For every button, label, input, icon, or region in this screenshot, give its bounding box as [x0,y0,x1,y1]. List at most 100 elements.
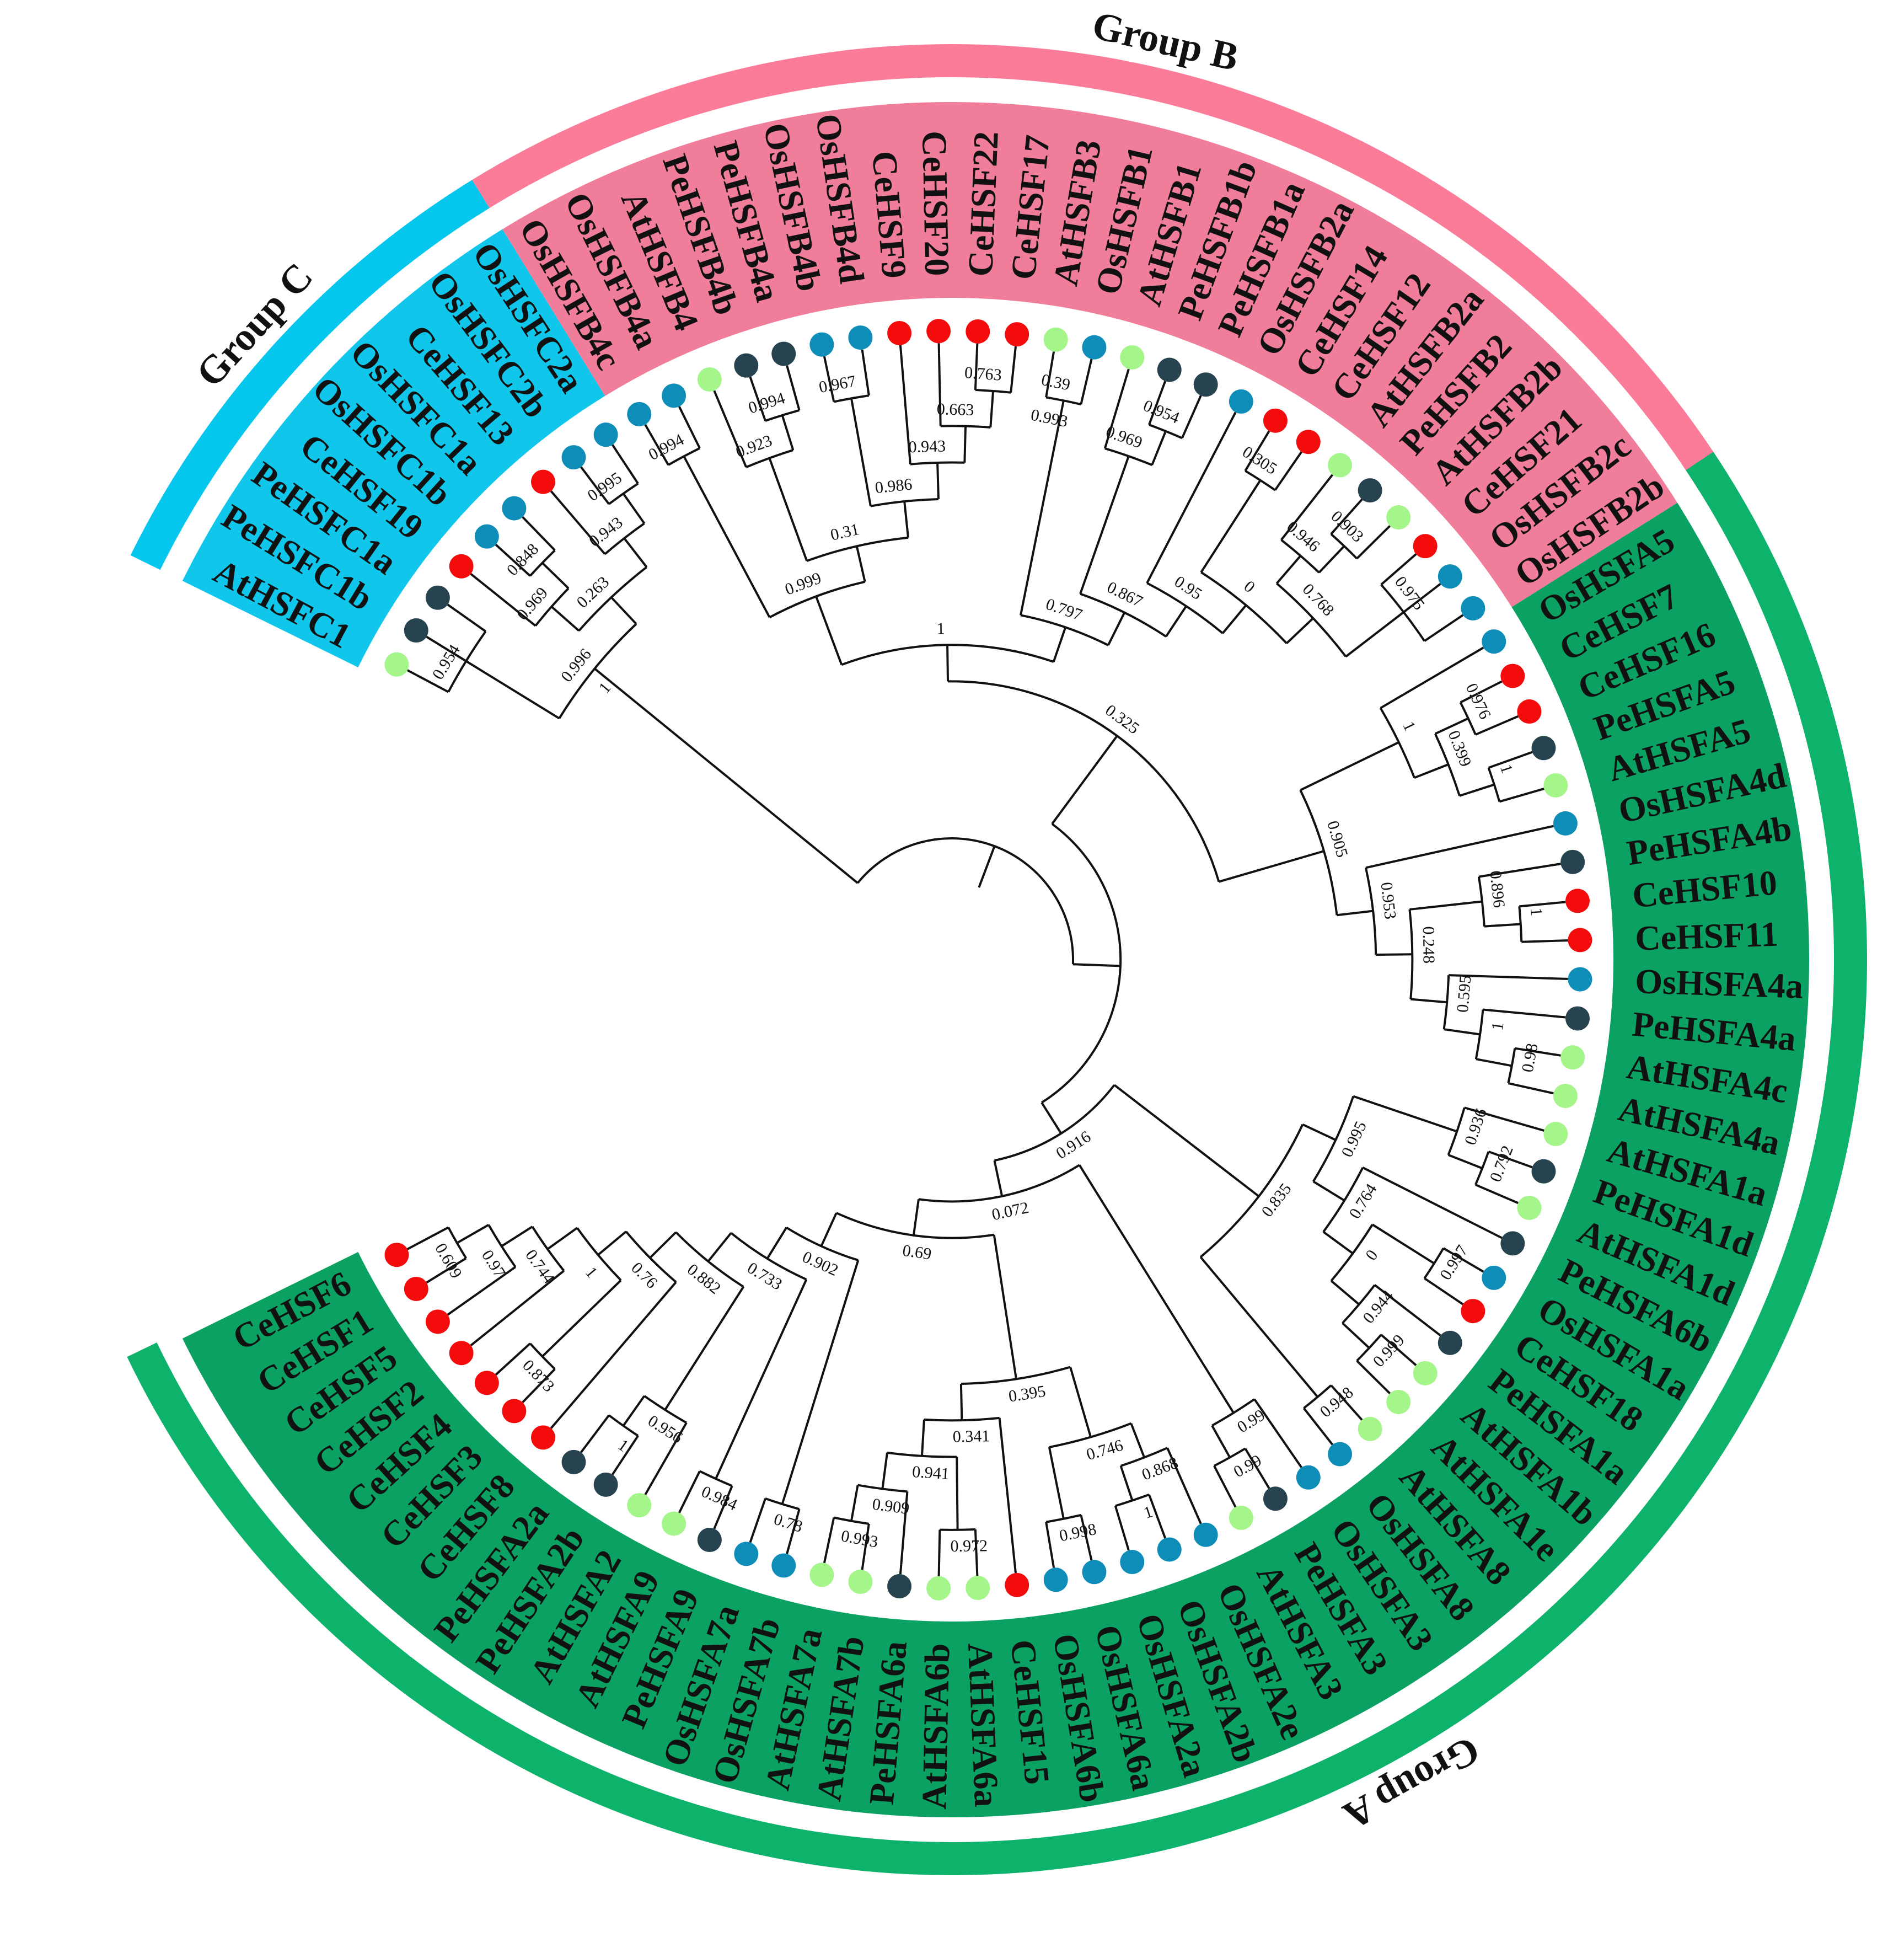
branch-line [1514,1047,1551,1055]
branch-line [415,1226,449,1246]
species-dot-os [1482,1265,1506,1290]
branch-line [1362,1167,1494,1235]
species-dot-os [662,383,686,408]
branch-line [682,415,701,449]
leaf-connector [1124,1540,1130,1551]
species-dot-at [697,367,722,392]
branch-line [993,1234,1017,1379]
branch-line [815,596,843,666]
branch-line [649,1231,677,1259]
branch-line [1424,1277,1456,1300]
branch-line [456,1224,490,1244]
species-dot-ce [1461,1299,1485,1324]
species-dot-os [1438,564,1462,589]
species-dot-pe [1565,1006,1590,1031]
branch-line [1476,1058,1513,1067]
branch-line [455,609,486,633]
branch-line [1488,1151,1524,1165]
species-dot-at [1229,1506,1253,1531]
branch-arc [558,623,637,719]
species-dot-at [1543,773,1568,798]
leaf-connector [426,635,436,643]
leaf-connector [1295,451,1302,461]
branch-line [465,660,560,720]
branch-line [1356,1360,1384,1388]
leaf-connector [1230,411,1237,422]
branch-arc [924,1416,1000,1422]
support-value: 0.943 [908,437,946,456]
leaf-connector [1551,863,1561,867]
species-dot-os [848,325,873,350]
branch-line [825,1517,835,1554]
species-dot-at [662,1511,686,1536]
branch-line [1244,1448,1265,1481]
leaf-connector [1124,368,1130,379]
species-dot-os [1328,1442,1353,1467]
branch-arc [1434,733,1461,796]
branch-line [1244,438,1265,472]
branch-line [1312,1180,1345,1202]
branch-line [434,1257,467,1278]
branch-arc [1020,614,1109,646]
branch-line [781,415,795,451]
leaf-connector [1354,499,1363,508]
branch-line [1107,612,1126,646]
branch-line [1376,953,1413,956]
branch-line [1403,588,1434,613]
leaf-connector [1408,1358,1417,1366]
species-dot-os [771,1553,796,1578]
branch-line [781,1260,860,1505]
species-dot-ce [425,1309,450,1334]
leaf-connector [1431,1328,1441,1337]
branch-line [541,562,570,590]
species-dot-os [1461,596,1485,620]
species-dot-pe [1531,1159,1556,1184]
leaf-connector [406,669,417,676]
branch-line [1371,1223,1435,1265]
branch-line [1211,1425,1231,1458]
branch-line [1302,1407,1327,1438]
branch-line [1103,378,1127,449]
species-dot-at [1358,1416,1382,1441]
leaf-connector [1263,1479,1270,1489]
branch-line [1165,605,1187,638]
branch-line [900,355,911,464]
leaf-connector [749,376,755,387]
species-dot-ce [1296,430,1321,454]
leaf-connector [899,345,903,355]
species-dot-at [1328,453,1353,478]
species-dot-pe [404,618,428,643]
leaf-connector [1088,1550,1093,1561]
species-dot-at [1386,1389,1411,1414]
species-dot-pe [734,353,759,378]
species-dot-ce [449,1341,474,1366]
species-dot-pe [425,585,450,610]
branch-line [937,353,942,426]
branch-line [936,462,940,500]
species-dot-os [734,1542,759,1566]
branch-line [1380,1334,1409,1360]
branch-line [622,493,646,525]
leaf-connector [1492,680,1503,687]
branch-arc [1380,584,1425,642]
branch-line [1488,754,1524,769]
branch-line [974,353,978,390]
species-dot-ce [531,1425,556,1450]
leaf-connector [1195,395,1202,405]
leaf-label: AtHSFA6a [961,1642,1006,1807]
species-dot-pe [1438,1330,1462,1355]
leaf-connector [522,516,530,525]
branch-line [1045,1522,1054,1559]
branch-arc [1312,1095,1355,1182]
species-dot-os [809,332,834,357]
species-dot-at [627,1493,652,1518]
branch-arc [1299,789,1338,916]
species-dot-os [1229,389,1253,414]
leaf-connector [1431,582,1441,591]
branch-arc [1356,1334,1382,1362]
branch-line [989,390,995,428]
branch-line [1080,368,1091,405]
branch-line [1078,1164,1235,1414]
branch-line [1300,741,1399,791]
leaf-connector [1325,474,1334,484]
